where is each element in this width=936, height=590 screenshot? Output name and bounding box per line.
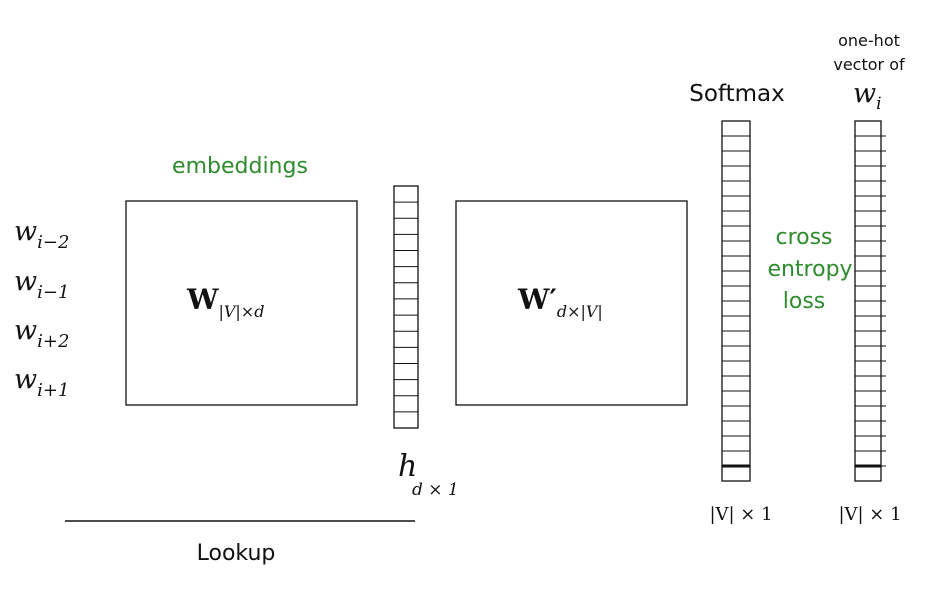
onehot-vector: [854, 120, 886, 482]
input-word: wi+1: [14, 364, 69, 401]
embedding-matrix-label: W|V|×d: [186, 283, 264, 321]
onehot-label-line2: vector of: [833, 55, 905, 74]
lookup-label: Lookup: [197, 541, 276, 566]
input-word: wi−2: [14, 216, 69, 253]
softmax-label: Softmax: [689, 81, 785, 107]
onehot-dim-label: |V| × 1: [838, 504, 901, 525]
onehot-label-line1: one-hot: [838, 31, 900, 50]
embeddings-label: embeddings: [172, 154, 308, 179]
input-word: wi−1: [14, 266, 69, 303]
vector-outline: [393, 185, 419, 429]
hidden-vector: [393, 185, 419, 429]
output-matrix: [455, 200, 688, 406]
softmax-vector: [721, 120, 751, 482]
softmax-dim-label: |V| × 1: [709, 504, 772, 525]
input-words: wi−2 wi−1 wi+2 wi+1: [14, 216, 69, 401]
loss-label-line1: cross: [775, 225, 832, 250]
output-matrix-label: W′d×|V|: [517, 283, 603, 321]
loss-label-line3: loss: [783, 289, 826, 314]
loss-label-line2: entropy: [767, 257, 852, 282]
onehot-word-label: wi: [853, 78, 882, 114]
embedding-matrix: [125, 200, 358, 406]
input-word: wi+2: [14, 315, 69, 352]
